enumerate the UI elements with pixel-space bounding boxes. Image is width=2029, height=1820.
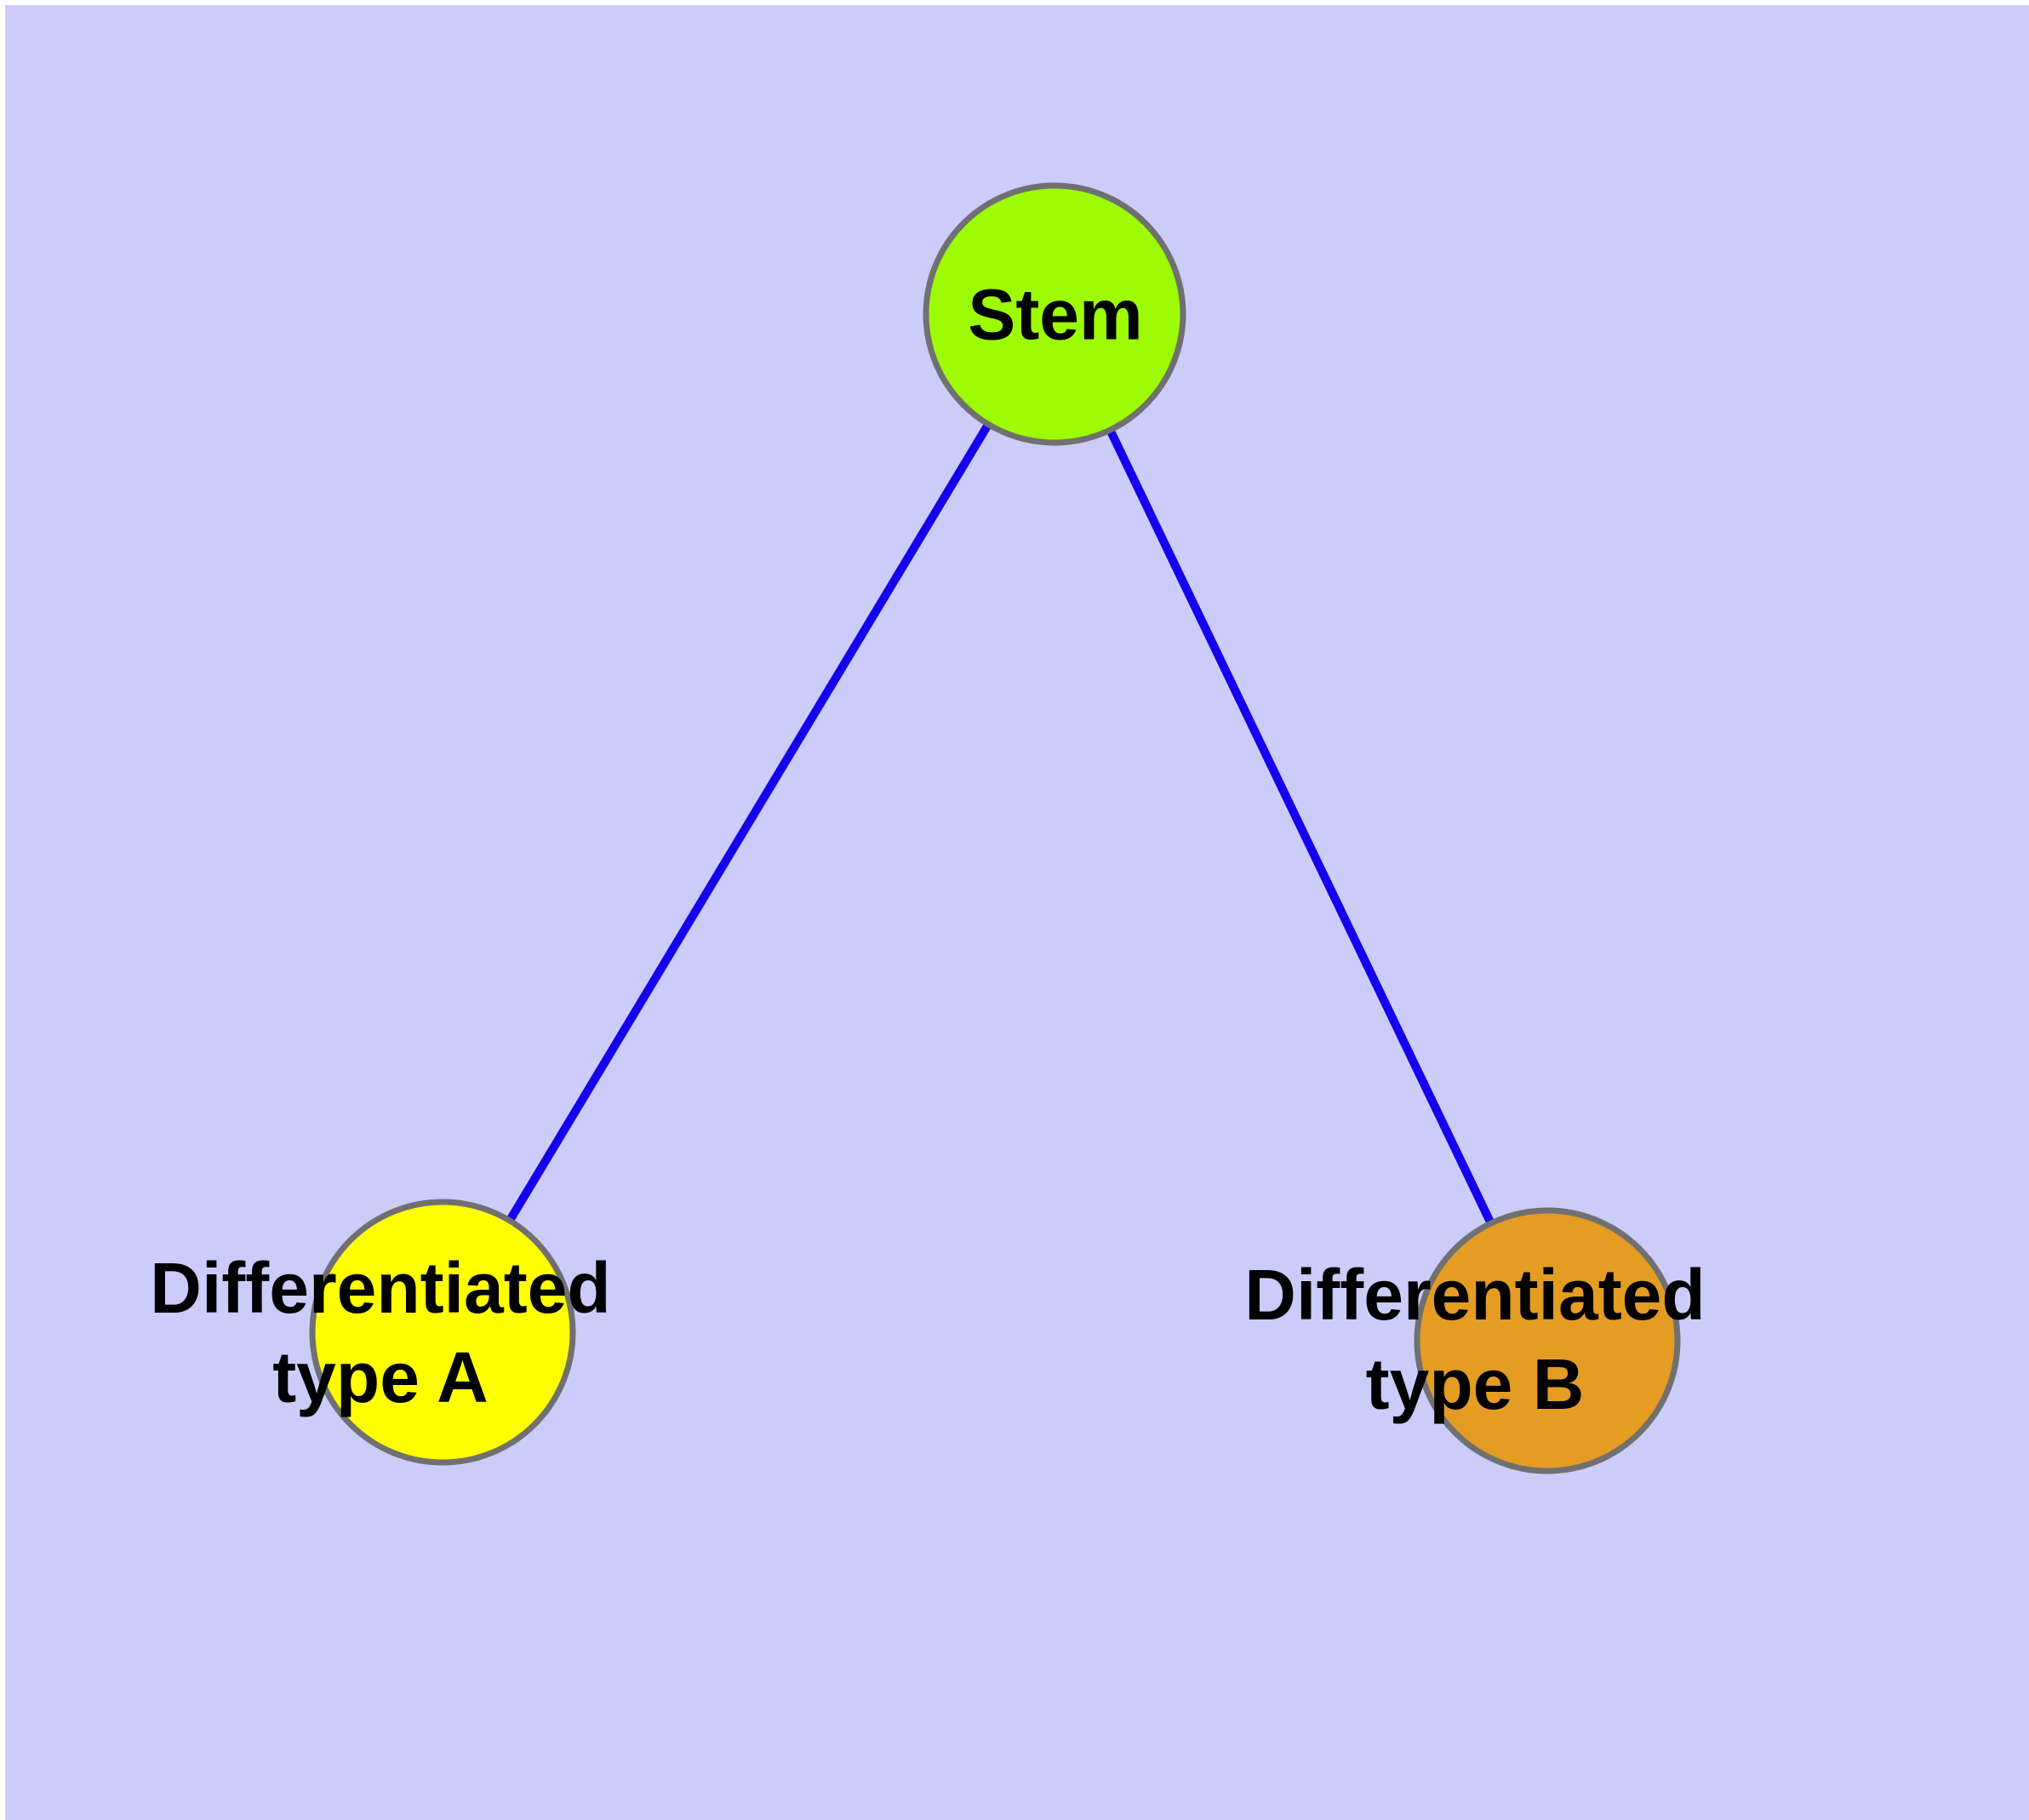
graph-node-label-diff_a: Differentiated type A bbox=[150, 1248, 610, 1417]
graph-node-diff_b[interactable] bbox=[1414, 1207, 1681, 1474]
label-line: Differentiated bbox=[150, 1248, 610, 1328]
label-line: type B bbox=[1366, 1344, 1585, 1424]
graph-node-diff_a[interactable] bbox=[309, 1199, 576, 1466]
graph-node-label-diff_b: Differentiated type B bbox=[1244, 1255, 1705, 1424]
graph-edge-stem-diff_a[interactable] bbox=[438, 312, 1059, 1335]
graph-node-stem[interactable] bbox=[923, 182, 1186, 446]
graph-edge-stem-diff_b[interactable] bbox=[1050, 312, 1552, 1343]
label-line: type A bbox=[272, 1337, 489, 1417]
label-line: Differentiated bbox=[1244, 1255, 1705, 1335]
label-line: Stem bbox=[968, 274, 1142, 354]
edges-layer bbox=[438, 312, 1552, 1343]
graph-node-label-stem: Stem bbox=[968, 274, 1142, 354]
nodes-layer bbox=[309, 182, 1681, 1474]
